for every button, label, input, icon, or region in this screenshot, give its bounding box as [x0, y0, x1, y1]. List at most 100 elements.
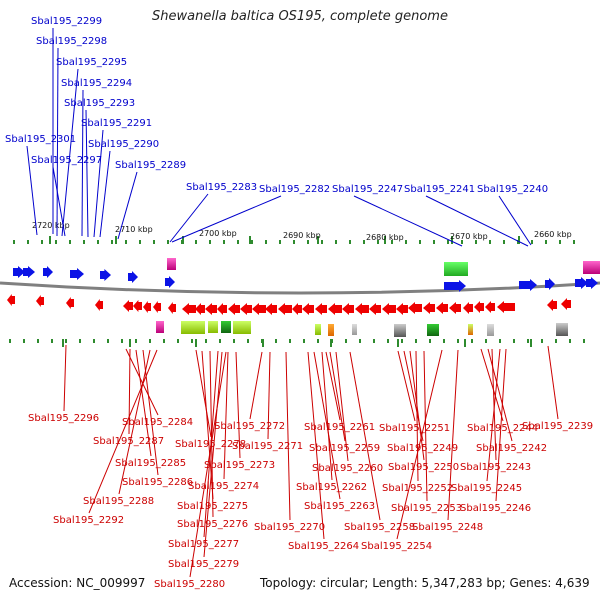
top-gene-label: Sbal195_2298 — [36, 36, 107, 47]
reverse-gene-arrow — [228, 303, 240, 315]
bottom-gene-label: Sbal195_2260 — [312, 463, 383, 474]
reverse-gene-arrow — [252, 303, 266, 315]
reverse-gene-arrow — [382, 303, 396, 315]
bottom-gene-leader-line — [325, 351, 341, 421]
bottom-gene-leader-line — [486, 348, 501, 482]
top-gene-leader-line — [85, 109, 89, 238]
bottom-gene-label: Sbal195_2242 — [476, 443, 547, 454]
reverse-gene-arrow — [7, 294, 15, 306]
bottom-gene-leader-line — [447, 349, 459, 521]
reverse-gene-arrow — [66, 297, 74, 309]
lime-feature-block — [208, 321, 218, 333]
top-gene-leader-line — [171, 195, 282, 243]
reverse-gene-arrow — [302, 303, 314, 315]
kbp-scale-label: 2680 kbp — [366, 233, 404, 242]
bottom-gene-label: Sbal195_2276 — [177, 519, 248, 530]
reverse-gene-arrow — [153, 301, 161, 313]
bottom-gene-label: Sbal195_2274 — [188, 481, 259, 492]
bottom-gene-label: Sbal195_2272 — [214, 421, 285, 432]
top-gene-label: Sbal195_2240 — [477, 184, 548, 195]
reverse-gene-arrow — [355, 303, 369, 315]
bottom-gene-label: Sbal195_2252 — [382, 483, 453, 494]
kbp-scale-label: 2660 kbp — [534, 230, 572, 239]
top-gene-label: Sbal195_2293 — [64, 98, 135, 109]
bottom-gene-label: Sbal195_2250 — [388, 462, 459, 473]
bottom-gene-leader-line — [335, 351, 349, 462]
bottom-gene-label: Sbal195_2286 — [122, 477, 193, 488]
bottom-gene-leader-line — [189, 351, 227, 578]
bottom-gene-label: Sbal195_2273 — [204, 460, 275, 471]
bottom-gene-label: Sbal195_2287 — [93, 436, 164, 447]
genome-title: Shewanella baltica OS195, complete genom… — [152, 9, 448, 24]
forward-gene-arrow — [575, 277, 588, 289]
reverse-gene-arrow — [143, 301, 151, 313]
bottom-gene-label: Sbal195_2277 — [168, 539, 239, 550]
forward-gene-arrow — [128, 271, 138, 283]
bottom-gene-label: Sbal195_2246 — [460, 503, 531, 514]
reverse-gene-arrow — [240, 303, 252, 315]
bottom-gene-leader-line — [249, 351, 263, 420]
reverse-gene-arrow — [497, 301, 515, 313]
reverse-gene-arrow — [278, 303, 292, 315]
reverse-gene-arrow — [182, 303, 196, 315]
bottom-gene-label: Sbal195_2292 — [53, 515, 124, 526]
top-gene-label: Sbal195_2247 — [332, 184, 403, 195]
top-gene-leader-line — [26, 145, 38, 236]
genome-backbone — [0, 281, 600, 295]
bottom-gene-label: Sbal195_2258 — [344, 522, 415, 533]
bottom-gene-leader-line — [223, 351, 229, 480]
reverse-gene-arrow — [36, 295, 44, 307]
top-gene-leader-line — [61, 68, 79, 237]
bottom-gene-label: Sbal195_2243 — [460, 462, 531, 473]
top-gene-leader-line — [498, 195, 532, 246]
top-gene-label: Sbal195_2241 — [404, 184, 475, 195]
reverse-gene-arrow — [168, 302, 176, 314]
reverse-gene-arrow — [217, 303, 227, 315]
reverse-gene-arrow — [133, 300, 142, 312]
bottom-gene-label: Sbal195_2270 — [254, 522, 325, 533]
bottom-gene-label: Sbal195_2261 — [304, 422, 375, 433]
lime-feature-block — [181, 321, 205, 334]
reverse-gene-arrow — [423, 302, 435, 314]
top-gene-leader-line — [93, 129, 104, 238]
top-gene-label: Sbal195_2294 — [61, 78, 132, 89]
bottom-gene-label: Sbal195_2262 — [296, 482, 367, 493]
green-feature-block — [444, 262, 468, 276]
bottom-gene-leader-line — [329, 351, 346, 442]
pink-feature-block — [167, 258, 176, 270]
bottom-gene-leader-line — [349, 351, 381, 521]
kbp-scale-label: 2670 kbp — [450, 232, 488, 241]
reverse-gene-arrow — [485, 301, 495, 313]
bottom-gene-label: Sbal195_2279 — [168, 559, 239, 570]
bottom-gene-leader-line — [487, 348, 513, 442]
grey-feature-block — [487, 324, 494, 336]
forward-gene-arrow — [519, 279, 537, 291]
bottom-gene-leader-line — [128, 348, 131, 435]
reverse-gene-arrow — [369, 303, 381, 315]
reverse-gene-arrow — [408, 302, 422, 314]
forward-gene-arrow — [165, 276, 175, 288]
orange-feature-block — [468, 324, 473, 335]
bottom-gene-leader-line — [135, 349, 152, 457]
bottom-gene-leader-line — [321, 351, 333, 481]
forward-gene-arrow — [23, 266, 35, 278]
bottom-gene-leader-line — [203, 351, 223, 558]
top-gene-leader-line — [353, 195, 463, 247]
reverse-gene-arrow — [463, 302, 473, 314]
reverse-gene-arrow — [342, 303, 354, 315]
reverse-gene-arrow — [396, 303, 408, 315]
top-gene-leader-line — [81, 89, 84, 237]
bottom-gene-leader-line — [267, 351, 271, 440]
bottom-gene-leader-line — [397, 350, 416, 422]
top-gene-leader-line — [52, 166, 66, 237]
bottom-gene-leader-line — [491, 348, 497, 461]
top-gene-label: Sbal195_2283 — [186, 182, 257, 193]
bottom-gene-leader-line — [125, 348, 159, 416]
top-gene-label: Sbal195_2295 — [56, 57, 127, 68]
bottom-gene-leader-line — [415, 350, 419, 482]
lime-feature-block — [315, 324, 321, 335]
kbp-scale-label: 2710 kbp — [115, 225, 153, 234]
top-gene-leader-line — [56, 47, 59, 237]
accession-label: Accession: NC_009997 — [9, 576, 146, 590]
grey-feature-block — [556, 323, 568, 336]
